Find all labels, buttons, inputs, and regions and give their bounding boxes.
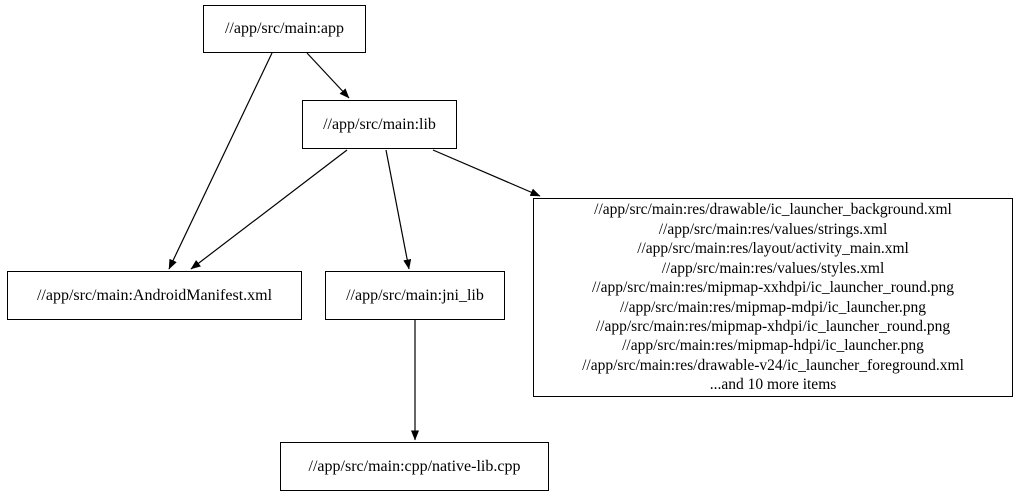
edge-app-to-lib	[306, 52, 350, 99]
node-lib: //app/src/main:lib	[302, 100, 457, 149]
resources-line: //app/src/main:res/drawable/ic_launcher_…	[594, 201, 952, 219]
node-jni-lib-label: //app/src/main:jni_lib	[346, 286, 484, 304]
node-app-label: //app/src/main:app	[224, 20, 345, 38]
node-lib-label: //app/src/main:lib	[323, 115, 436, 133]
resources-line: //app/src/main:res/mipmap-xxhdpi/ic_laun…	[591, 279, 954, 297]
resources-line: //app/src/main:res/mipmap-hdpi/ic_launch…	[622, 337, 924, 355]
node-jni-lib: //app/src/main:jni_lib	[325, 271, 505, 320]
edge-lib-to-resources	[432, 149, 541, 197]
edge-lib-to-jnilib	[385, 149, 412, 270]
resources-line: //app/src/main:res/values/strings.xml	[658, 220, 888, 238]
resources-line: //app/src/main:res/values/styles.xml	[661, 259, 885, 277]
node-native-lib-cpp: //app/src/main:cpp/native-lib.cpp	[280, 442, 549, 491]
edge-lib-to-androidmanifest	[190, 149, 348, 270]
resources-line: //app/src/main:res/layout/activity_main.…	[637, 240, 909, 258]
node-android-manifest-label: //app/src/main:AndroidManifest.xml	[36, 286, 273, 304]
node-app: //app/src/main:app	[203, 5, 366, 53]
edge-app-to-androidmanifest	[168, 52, 273, 270]
node-android-manifest: //app/src/main:AndroidManifest.xml	[7, 271, 302, 320]
node-resources: //app/src/main:res/drawable/ic_launcher_…	[533, 198, 1013, 397]
resources-line: //app/src/main:res/mipmap-xhdpi/ic_launc…	[595, 317, 951, 335]
node-native-lib-cpp-label: //app/src/main:cpp/native-lib.cpp	[308, 457, 521, 475]
resources-line: //app/src/main:res/drawable-v24/ic_launc…	[582, 356, 964, 374]
resources-line: //app/src/main:res/mipmap-mdpi/ic_launch…	[619, 298, 927, 316]
resources-more-items: ...and 10 more items	[709, 376, 837, 394]
